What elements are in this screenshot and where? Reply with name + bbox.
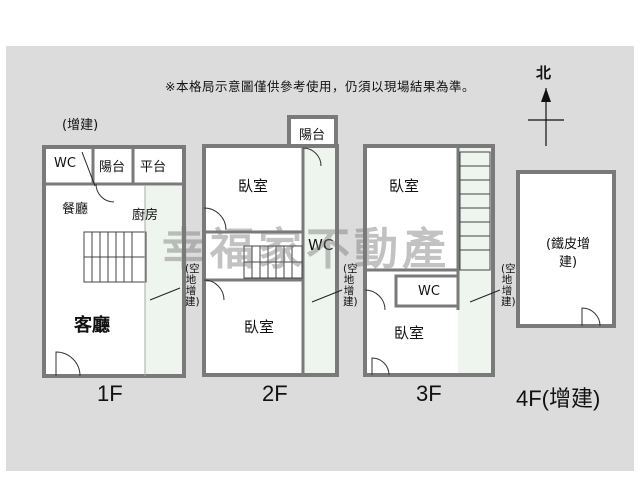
floor-1-wc-label: WC [54,156,76,171]
floor-3-side-note: (空地增建) [501,263,516,308]
floor-1-platform-label: 平台 [140,160,167,175]
floor-2-bedroom-top-label: 臥室 [238,177,269,195]
floor-3-label: 3F [416,381,442,406]
floor-1-living-label: 客廳 [74,315,110,336]
floor-2-stairs [243,245,303,279]
floor-1-addition-note: (增建) [62,118,99,133]
floor-1-plan [42,145,186,378]
floor-4-plan [516,170,616,328]
north-label: 北 [536,64,552,82]
floor-2-side-note: (空地增建) [343,263,358,308]
floor-2-plan [202,115,343,377]
floor-2-label: 2F [262,381,288,406]
floor-2-balcony-label: 陽台 [299,128,326,143]
floor-2-wc-label: WC [308,236,334,254]
floor-1-balcony-label: 陽台 [99,160,126,175]
floor-3-bedroom-bottom-label: 臥室 [394,324,425,342]
disclaimer-notice: ※本格局示意圖僅供參考使用，仍須以現場結果為準。 [165,79,475,94]
floor-4-label: 4F(增建) [516,386,601,411]
floor-3-stairs [459,151,491,271]
floor-3-bedroom-top-label: 臥室 [389,177,420,195]
floor-4-iron-addition-label: (鐵皮增建) [545,237,591,270]
watermark-logo: 幸福家不動產 [162,224,450,275]
north-arrow-icon [528,88,564,146]
floor-1-kitchen-label: 廚房 [132,208,159,223]
floor-3-plan [363,144,501,377]
floor-1-dining-label: 餐廳 [62,202,89,217]
floor-3-wc-label: WC [418,284,440,299]
floor-1-stairs [83,231,147,283]
floor-1-side-note: (空地增建) [185,263,200,308]
floor-2-bedroom-bottom-label: 臥室 [244,318,275,336]
floor-1-label: 1F [97,381,123,406]
